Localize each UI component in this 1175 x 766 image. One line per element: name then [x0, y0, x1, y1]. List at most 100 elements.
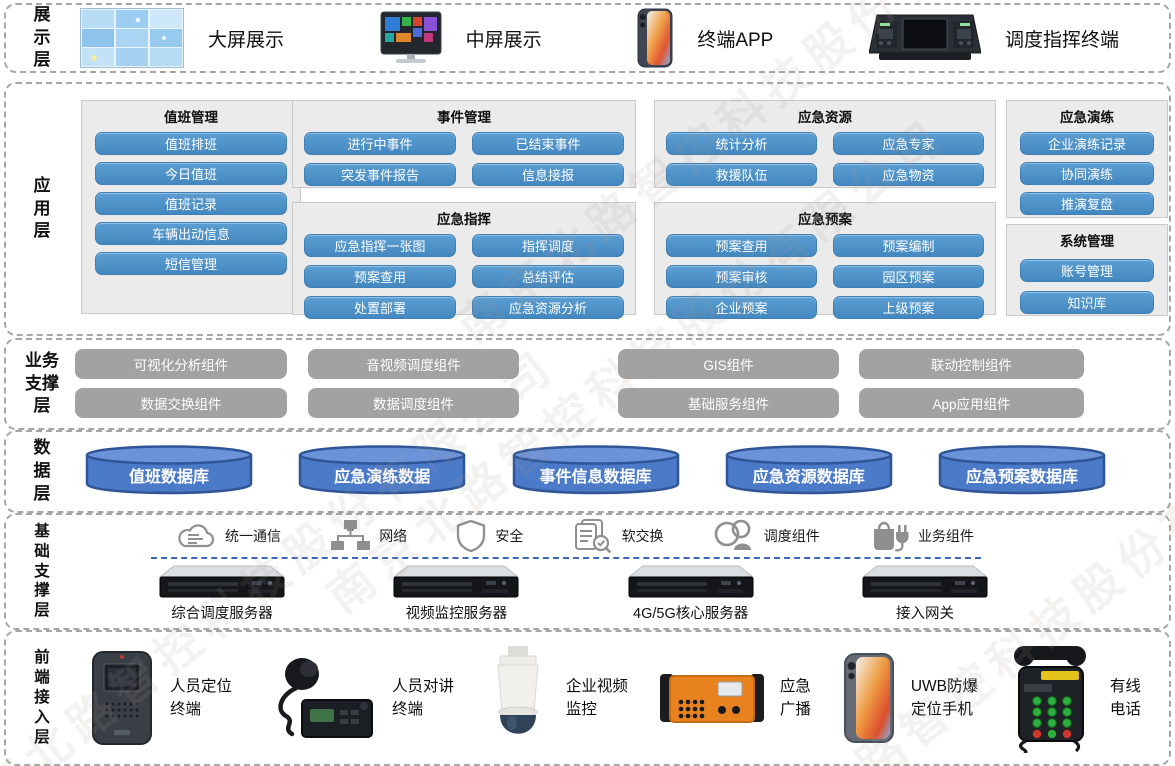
component-button: 基础服务组件 — [618, 388, 839, 418]
database-label: 事件信息数据库 — [539, 469, 652, 486]
app-module-button: 预案审核 — [666, 265, 817, 288]
panel-title: 应急资源 — [798, 110, 852, 125]
rack-server-icon — [625, 565, 757, 601]
panel-title: 系统管理 — [1060, 234, 1114, 249]
app-module-button: 账号管理 — [1020, 259, 1154, 282]
layer-label-text: 数据层 — [33, 438, 51, 503]
layer-label-data: 数据层 — [14, 432, 70, 511]
layer-label-business: 业务支撑层 — [14, 340, 70, 428]
database-label: 应急预案数据库 — [965, 469, 1078, 486]
business-column: GIS组件 基础服务组件 — [618, 349, 839, 418]
service-label: 安全 — [495, 528, 524, 544]
device-uwb-phone: UWB防爆 定位手机 — [843, 652, 978, 744]
softswitch-icon — [573, 518, 613, 554]
service-softswitch: 软交换 — [573, 518, 664, 554]
device-label: 企业视频 监控 — [565, 677, 628, 718]
panel-system-management: 系统管理 账号管理 知识库 — [1006, 224, 1168, 316]
device-intercom: 人员对讲 终端 — [264, 652, 454, 744]
database-cylinder: 应急资源数据库 — [724, 444, 894, 496]
app-module-button: 企业预案 — [666, 296, 817, 319]
panel-emergency-command: 应急指挥 应急指挥一张图 指挥调度 预案查用 总结评估 处置部署 应急资源分析 — [292, 202, 636, 319]
layer-label-text: 展示层 — [33, 4, 51, 70]
app-module-button: 救援队伍 — [666, 163, 817, 186]
server-item: 接入网关 — [859, 565, 991, 623]
app-module-button: 值班排班 — [95, 132, 287, 155]
display-item-big-screen: 大屏展示 — [80, 8, 284, 68]
component-button: 联动控制组件 — [859, 349, 1084, 379]
service-label: 网络 — [379, 528, 408, 544]
app-module-button: 总结评估 — [472, 265, 624, 288]
layer-label-text: 基础支撑层 — [34, 522, 50, 620]
app-module-button: 推演复盘 — [1020, 192, 1154, 215]
panel-title: 应急预案 — [798, 212, 852, 227]
display-item-terminal-app: 终端APP — [637, 8, 773, 68]
app-module-button: 企业演练记录 — [1020, 132, 1154, 155]
component-button: 可视化分析组件 — [75, 349, 287, 379]
device-wired-telephone: 有线 电话 — [1010, 643, 1141, 753]
service-network: 网络 — [330, 520, 407, 552]
panel-title: 应急演练 — [1060, 110, 1114, 125]
intercom-device-icon — [264, 652, 376, 744]
app-module-button: 统计分析 — [666, 132, 817, 155]
layer-application: 应用层 值班管理 值班排班 今日值班 值班记录 车辆出动信息 短信管理 事件管理… — [4, 82, 1171, 336]
panel-title: 应急指挥 — [437, 212, 491, 227]
display-item-label: 中屏展示 — [465, 29, 542, 51]
services-row: 统一通信 网络 — [174, 518, 974, 554]
database-label: 值班数据库 — [128, 469, 209, 486]
panel-emergency-resource: 应急资源 统计分析 应急专家 救援队伍 应急物资 — [654, 100, 996, 188]
app-module-button: 应急指挥一张图 — [304, 234, 456, 257]
app-module-button: 应急专家 — [833, 132, 984, 155]
server-item: 4G/5G核心服务器 — [625, 565, 757, 623]
layer-display: 展示层 大屏展示 — [4, 3, 1171, 73]
business-column: 音视频调度组件 数据调度组件 — [308, 349, 519, 418]
server-label: 视频监控服务器 — [405, 606, 508, 622]
layer-label-infrastructure: 基础支撑层 — [14, 515, 70, 628]
app-module-button: 处置部署 — [304, 296, 456, 319]
layer-label-frontend: 前端接入层 — [14, 632, 70, 764]
layer-label-text: 应用层 — [33, 175, 51, 241]
dispatch-terminal-icon — [868, 11, 981, 65]
blue-dashed-divider — [151, 557, 981, 559]
smartphone-icon — [637, 8, 673, 68]
app-module-button: 预案查用 — [666, 234, 817, 257]
service-label: 软交换 — [621, 528, 664, 544]
display-items-row: 大屏展示 中屏展示 — [76, 5, 1155, 71]
app-module-button: 信息接报 — [472, 163, 624, 186]
devices-row: 人员定位 终端 人员对讲 终端 — [90, 632, 1141, 764]
component-button: 音视频调度组件 — [308, 349, 519, 379]
server-item: 视频监控服务器 — [390, 565, 522, 623]
component-button: 数据调度组件 — [308, 388, 519, 418]
app-module-button: 预案查用 — [304, 265, 456, 288]
panel-event-management: 事件管理 进行中事件 已结束事件 突发事件报告 信息接报 — [292, 100, 636, 188]
app-module-button: 预案编制 — [833, 234, 984, 257]
app-module-button: 园区预案 — [833, 265, 984, 288]
dome-camera-icon — [486, 646, 550, 750]
app-module-button: 短信管理 — [95, 252, 287, 275]
app-module-button: 值班记录 — [95, 192, 287, 215]
service-dispatch-component: 调度组件 — [713, 519, 820, 553]
cloud-icon — [174, 521, 216, 551]
device-label: UWB防爆 定位手机 — [910, 677, 978, 718]
app-module-button: 进行中事件 — [304, 132, 456, 155]
app-module-button: 车辆出动信息 — [95, 222, 287, 245]
database-row: 值班数据库 应急演练数据 事件信息数据库 — [84, 444, 1107, 496]
database-icon — [85, 445, 253, 495]
database-icon — [299, 445, 466, 495]
display-item-label: 终端APP — [697, 29, 774, 51]
device-label: 人员定位 终端 — [170, 677, 233, 718]
device-label: 人员对讲 终端 — [391, 677, 454, 718]
monitor-icon — [380, 11, 442, 65]
video-wall-icon — [80, 8, 184, 68]
service-label: 调度组件 — [763, 528, 820, 544]
layer-business-support: 业务支撑层 可视化分析组件 数据交换组件 音视频调度组件 数据调度组件 GIS组… — [4, 338, 1171, 430]
server-label: 接入网关 — [895, 606, 954, 622]
database-cylinder: 应急演练数据 — [297, 444, 467, 496]
display-item-label: 调度指挥终端 — [1004, 29, 1119, 51]
dispatch-rings-icon — [713, 519, 755, 553]
panel-duty-management: 值班管理 值班排班 今日值班 值班记录 车辆出动信息 短信管理 — [81, 100, 301, 314]
business-column: 可视化分析组件 数据交换组件 — [75, 349, 287, 418]
plug-icon — [869, 518, 909, 554]
component-button: App应用组件 — [859, 388, 1084, 418]
locator-device-icon — [90, 648, 154, 748]
